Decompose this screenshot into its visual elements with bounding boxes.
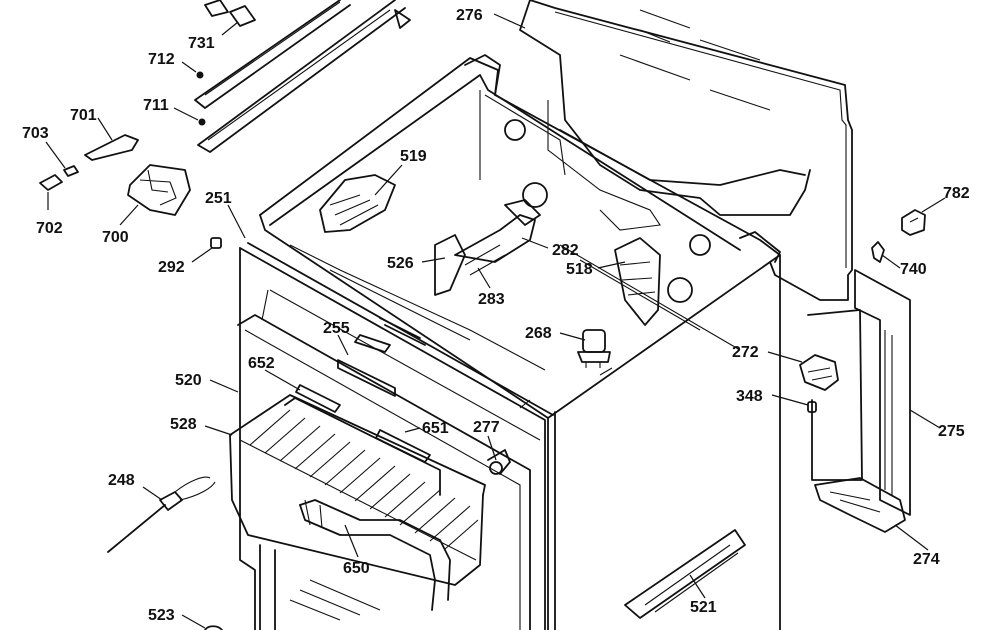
oven-rack-drawing (229, 384, 486, 586)
label-523: 523 (148, 607, 175, 624)
sensor-bracket-drawing (434, 199, 541, 296)
label-528: 528 (170, 416, 197, 433)
label-518: 518 (566, 261, 593, 278)
label-282: 282 (552, 242, 579, 259)
label-702: 702 (36, 220, 63, 237)
leader-lines (45, 13, 946, 629)
label-255: 255 (323, 320, 350, 337)
front-frame-drawing (237, 242, 554, 630)
label-520: 520 (175, 372, 202, 389)
valve-782-drawing (901, 209, 926, 236)
terminal-268-drawing (577, 329, 611, 368)
switch-272-drawing (799, 354, 839, 391)
label-526: 526 (387, 255, 414, 272)
clip-740-drawing (871, 241, 885, 263)
probe-248-drawing (107, 476, 216, 553)
label-277: 277 (473, 419, 500, 436)
label-276: 276 (456, 7, 483, 24)
label-711: 711 (143, 97, 169, 114)
insulation-519-drawing (319, 174, 396, 233)
part-523-drawing (204, 625, 223, 630)
label-782: 782 (943, 185, 970, 202)
part-labels: 276 731 712 711 701 703 702 700 251 292 … (22, 7, 970, 624)
door-hinge-rails-drawing (194, 0, 411, 153)
clip-292-drawing (210, 237, 222, 249)
bracket-521-drawing (624, 529, 746, 619)
label-731: 731 (188, 35, 215, 52)
bake-element-drawing (299, 499, 451, 611)
label-701: 701 (70, 107, 97, 124)
label-703: 703 (22, 125, 49, 142)
sensor-277-drawing (487, 449, 511, 475)
bracket-274-drawing (814, 477, 906, 533)
label-650: 650 (343, 560, 370, 577)
screw-712-711-drawing (196, 71, 206, 126)
label-283: 283 (478, 291, 505, 308)
label-652: 652 (248, 355, 275, 372)
label-521: 521 (690, 599, 717, 616)
label-348: 348 (736, 388, 763, 405)
label-272: 272 (732, 344, 759, 361)
label-248: 248 (108, 472, 135, 489)
door-latch-drawing (39, 134, 191, 216)
label-712: 712 (148, 51, 175, 68)
label-251: 251 (205, 190, 232, 207)
label-651: 651 (422, 420, 449, 437)
rear-panel-drawing (519, 0, 853, 301)
label-268: 268 (525, 325, 552, 342)
label-292: 292 (158, 259, 185, 276)
label-700: 700 (102, 229, 129, 246)
oven-cabinet-drawing (259, 54, 781, 630)
label-274: 274 (913, 551, 940, 568)
label-519: 519 (400, 148, 427, 165)
insulation-518-drawing (614, 237, 661, 326)
label-740: 740 (900, 261, 927, 278)
label-275: 275 (938, 423, 965, 440)
